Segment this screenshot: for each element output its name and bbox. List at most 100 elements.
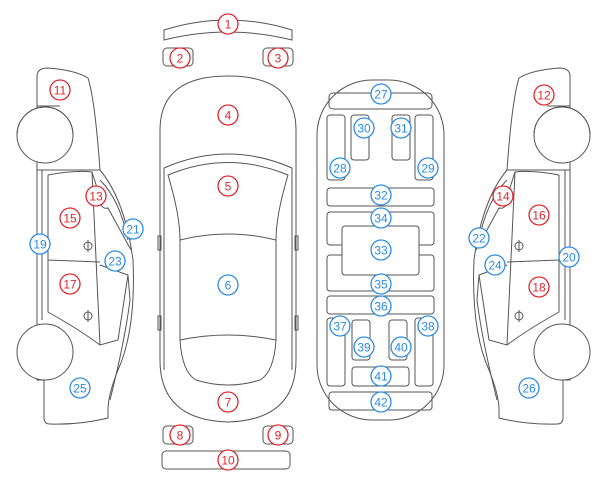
marker-number: 38 <box>421 320 435 334</box>
marker-circle <box>267 47 289 69</box>
marker-number: 33 <box>374 244 388 258</box>
marker-circle <box>217 391 239 413</box>
damage-marker-40[interactable]: 40 <box>390 336 412 358</box>
marker-circle <box>370 184 392 206</box>
damage-marker-27[interactable]: 27 <box>370 83 392 105</box>
damage-marker-7[interactable]: 7 <box>217 391 239 413</box>
marker-number: 12 <box>537 89 551 103</box>
marker-circle <box>370 365 392 387</box>
marker-circle <box>533 84 555 106</box>
marker-number: 35 <box>374 278 388 292</box>
damage-marker-29[interactable]: 29 <box>417 157 439 179</box>
damage-marker-36[interactable]: 36 <box>370 295 392 317</box>
damage-marker-32[interactable]: 32 <box>370 184 392 206</box>
marker-circle <box>267 424 289 446</box>
marker-number: 37 <box>333 320 347 334</box>
marker-number: 27 <box>374 88 388 102</box>
damage-marker-23[interactable]: 23 <box>104 250 126 272</box>
damage-marker-5[interactable]: 5 <box>217 175 239 197</box>
marker-circle <box>518 377 540 399</box>
marker-circle <box>468 227 490 249</box>
marker-number: 19 <box>33 238 47 252</box>
marker-circle <box>492 185 514 207</box>
damage-marker-13[interactable]: 13 <box>85 185 107 207</box>
marker-circle <box>217 449 239 471</box>
damage-marker-30[interactable]: 30 <box>353 117 375 139</box>
marker-circle <box>484 254 506 276</box>
marker-circle <box>528 204 550 226</box>
marker-circle <box>528 276 550 298</box>
damage-marker-34[interactable]: 34 <box>370 207 392 229</box>
damage-marker-26[interactable]: 26 <box>518 377 540 399</box>
damage-marker-21[interactable]: 21 <box>122 218 144 240</box>
marker-number: 17 <box>63 278 77 292</box>
marker-number: 31 <box>394 122 408 136</box>
marker-circle <box>69 377 91 399</box>
damage-marker-1[interactable]: 1 <box>217 13 239 35</box>
damage-marker-16[interactable]: 16 <box>528 204 550 226</box>
marker-circle <box>353 117 375 139</box>
marker-circle <box>417 315 439 337</box>
damage-marker-24[interactable]: 24 <box>484 254 506 276</box>
marker-circle <box>370 207 392 229</box>
damage-marker-11[interactable]: 11 <box>49 79 71 101</box>
marker-circle <box>217 104 239 126</box>
marker-number: 32 <box>374 189 388 203</box>
damage-marker-8[interactable]: 8 <box>169 424 191 446</box>
damage-marker-9[interactable]: 9 <box>267 424 289 446</box>
marker-number: 10 <box>221 454 235 468</box>
damage-marker-12[interactable]: 12 <box>533 84 555 106</box>
damage-marker-4[interactable]: 4 <box>217 104 239 126</box>
marker-number: 23 <box>108 255 122 269</box>
marker-number: 36 <box>374 300 388 314</box>
marker-number: 40 <box>394 341 408 355</box>
damage-marker-41[interactable]: 41 <box>370 365 392 387</box>
damage-marker-20[interactable]: 20 <box>558 246 580 268</box>
marker-circle <box>49 79 71 101</box>
marker-circle <box>59 273 81 295</box>
marker-circle <box>353 336 375 358</box>
damage-marker-42[interactable]: 42 <box>370 391 392 413</box>
marker-number: 39 <box>357 341 371 355</box>
damage-marker-10[interactable]: 10 <box>217 449 239 471</box>
damage-marker-14[interactable]: 14 <box>492 185 514 207</box>
damage-marker-19[interactable]: 19 <box>29 233 51 255</box>
marker-number: 25 <box>73 382 87 396</box>
damage-marker-28[interactable]: 28 <box>329 157 351 179</box>
damage-marker-17[interactable]: 17 <box>59 273 81 295</box>
damage-marker-3[interactable]: 3 <box>267 47 289 69</box>
damage-marker-37[interactable]: 37 <box>329 315 351 337</box>
damage-marker-31[interactable]: 31 <box>390 117 412 139</box>
damage-marker-15[interactable]: 15 <box>59 207 81 229</box>
marker-number: 2 <box>177 52 184 66</box>
marker-circle <box>329 157 351 179</box>
marker-number: 21 <box>126 223 140 237</box>
marker-number: 24 <box>488 259 502 273</box>
marker-number: 18 <box>532 281 546 295</box>
marker-circle <box>370 239 392 261</box>
damage-marker-22[interactable]: 22 <box>468 227 490 249</box>
marker-number: 6 <box>225 279 232 293</box>
damage-marker-18[interactable]: 18 <box>528 276 550 298</box>
marker-number: 5 <box>225 180 232 194</box>
marker-number: 7 <box>225 396 232 410</box>
car-top-view <box>157 19 299 470</box>
car-left-side-view <box>16 67 134 425</box>
marker-number: 15 <box>63 212 77 226</box>
marker-number: 34 <box>374 212 388 226</box>
marker-circle <box>169 47 191 69</box>
marker-circle <box>370 295 392 317</box>
marker-number: 30 <box>357 122 371 136</box>
marker-number: 20 <box>562 251 576 265</box>
damage-marker-2[interactable]: 2 <box>169 47 191 69</box>
marker-number: 42 <box>374 396 388 410</box>
damage-marker-39[interactable]: 39 <box>353 336 375 358</box>
damage-marker-33[interactable]: 33 <box>370 239 392 261</box>
damage-marker-6[interactable]: 6 <box>217 274 239 296</box>
damage-marker-38[interactable]: 38 <box>417 315 439 337</box>
damage-marker-25[interactable]: 25 <box>69 377 91 399</box>
damage-marker-35[interactable]: 35 <box>370 273 392 295</box>
marker-circle <box>370 391 392 413</box>
marker-number: 9 <box>275 429 282 443</box>
